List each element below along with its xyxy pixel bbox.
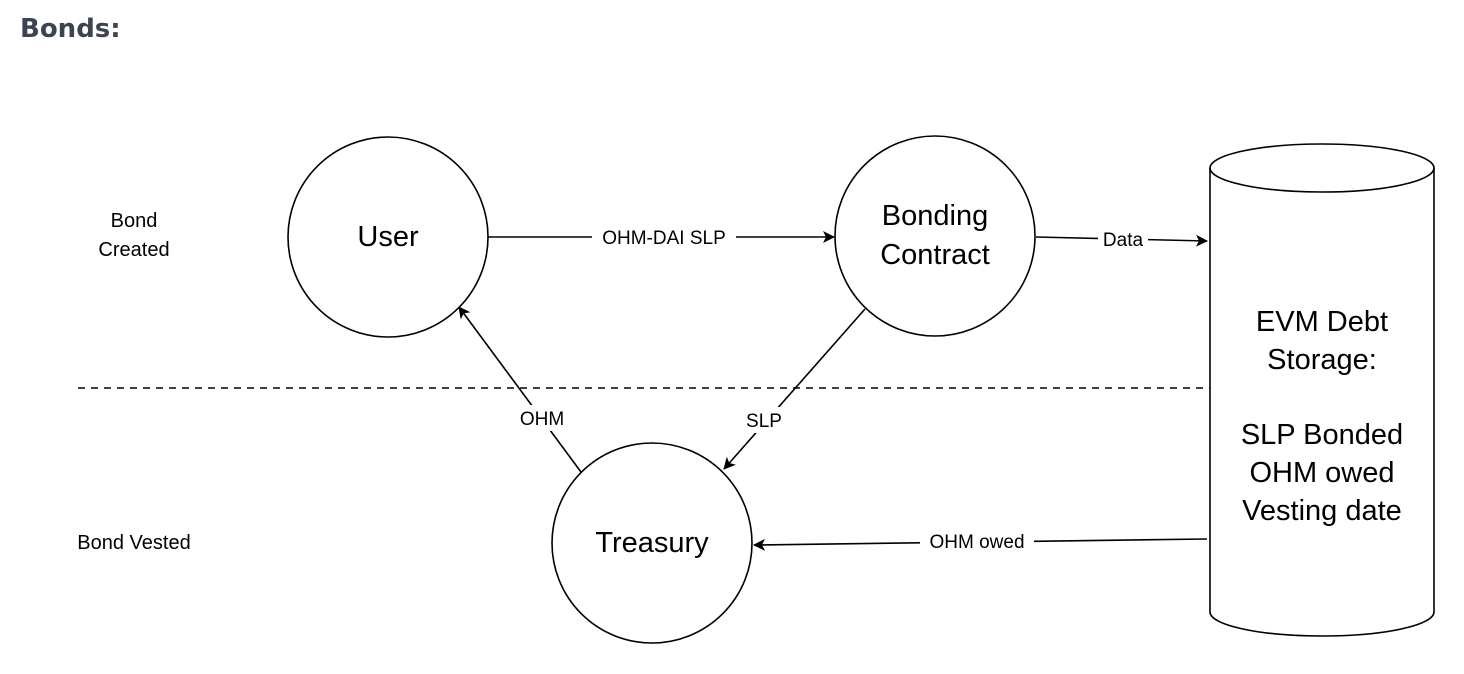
edge-contract-to-treasury — [723, 308, 866, 470]
node-user-label: User — [357, 221, 419, 253]
storage-label-line: Storage: — [1267, 344, 1377, 376]
page-title: Bonds: — [20, 14, 121, 44]
edge-label-slp: SLP — [746, 411, 782, 432]
edge-label-data: Data — [1103, 230, 1144, 251]
edge-label-bg — [740, 407, 788, 433]
edge-label-bg — [592, 225, 736, 249]
node-treasury: Treasury — [551, 442, 753, 644]
node-bonding-contract: Bonding Contract — [834, 135, 1036, 337]
edge-label-ohm: OHM — [520, 409, 564, 430]
node-bonding-contract-label-line1: Bonding — [882, 200, 988, 232]
phase-label-created-line1: Bond — [111, 210, 158, 232]
storage-label-line: OHM owed — [1249, 457, 1394, 489]
edge-label-ohm-owed: OHM owed — [929, 532, 1024, 553]
node-bonding-contract-label-line2: Contract — [880, 239, 990, 271]
edge-label-bg — [920, 530, 1034, 554]
storage-label-line: SLP Bonded — [1241, 419, 1403, 451]
edge-treasury-to-user — [458, 306, 582, 473]
storage-cylinder-rim — [1209, 167, 1435, 193]
node-treasury-label: Treasury — [595, 527, 709, 559]
storage-label-line: Vesting date — [1242, 495, 1402, 527]
node-treasury-circle — [551, 442, 753, 644]
edge-label-bg — [512, 405, 572, 431]
node-bonding-contract-circle — [834, 135, 1036, 337]
edge-label-bg — [1098, 227, 1148, 251]
node-evm-debt-storage: EVM Debt Storage: SLP Bonded OHM owed Ve… — [1209, 143, 1435, 637]
edge-label-ohm-dai-slp: OHM-DAI SLP — [602, 228, 726, 249]
storage-label-line: EVM Debt — [1256, 306, 1388, 338]
storage-cylinder-body — [1209, 143, 1435, 637]
node-user: User — [287, 136, 489, 338]
phase-label-created-line2: Created — [98, 239, 169, 261]
node-user-circle — [287, 136, 489, 338]
phase-label-vested: Bond Vested — [77, 532, 190, 554]
